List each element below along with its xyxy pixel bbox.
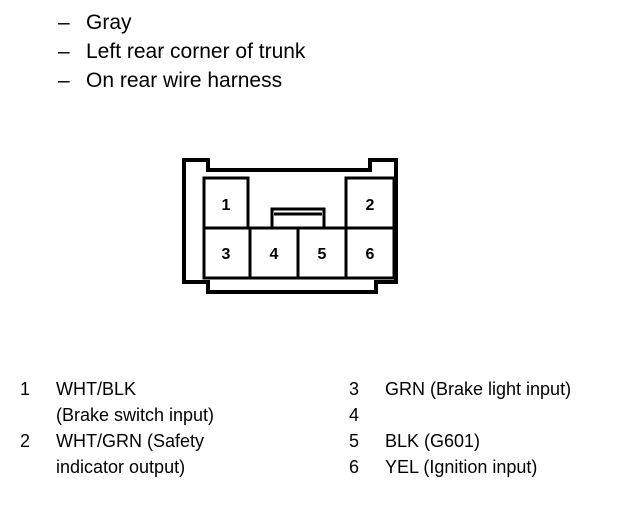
legend-row-4: 4 xyxy=(349,402,639,428)
location-notes: –Gray –Left rear corner of trunk –On rea… xyxy=(58,8,305,95)
pin-label-3: 3 xyxy=(222,246,231,263)
legend-pin-number: 5 xyxy=(349,431,360,451)
legend-row-6: 6 YEL (Ignition input) xyxy=(349,454,639,480)
pin-legend-right: 3 GRN (Brake light input) 4 5 BLK (G601)… xyxy=(349,376,639,480)
legend-row-1: 1 WHT/BLK xyxy=(20,376,310,402)
legend-wire-desc: YEL (Ignition input) xyxy=(385,457,538,477)
note-text: Gray xyxy=(86,11,132,34)
legend-row-2: 2 WHT/GRN (Safety xyxy=(20,428,310,454)
note-location: –Left rear corner of trunk xyxy=(58,37,305,66)
legend-wire-desc: (Brake switch input) xyxy=(56,405,215,425)
legend-wire-desc: GRN (Brake light input) xyxy=(385,379,572,399)
legend-row-3: 3 GRN (Brake light input) xyxy=(349,376,639,402)
legend-wire-desc: WHT/GRN (Safety xyxy=(56,431,205,451)
legend-pin-number: 6 xyxy=(349,457,360,477)
connector-housing xyxy=(182,158,398,294)
legend-pin-number: 1 xyxy=(20,379,31,399)
note-text: On rear wire harness xyxy=(86,69,283,92)
pin-label-1: 1 xyxy=(222,197,231,214)
note-harness: –On rear wire harness xyxy=(58,66,305,95)
legend-pin-number: 2 xyxy=(20,431,31,451)
pin-label-5: 5 xyxy=(318,246,327,263)
legend-pin-number: 4 xyxy=(349,405,360,425)
legend-row-2-cont: indicator output) xyxy=(20,454,310,480)
pin-cavity-6 xyxy=(344,226,396,280)
dash: – xyxy=(58,40,70,63)
legend-wire-desc: indicator output) xyxy=(56,457,186,477)
pin-label-2: 2 xyxy=(366,197,375,214)
legend-wire-desc: BLK (G601) xyxy=(385,431,481,451)
pin-label-6: 6 xyxy=(366,246,375,263)
legend-wire-desc: WHT/BLK xyxy=(56,379,137,399)
dash: – xyxy=(58,11,70,34)
legend-row-1-cont: (Brake switch input) xyxy=(20,402,310,428)
note-color: –Gray xyxy=(58,8,305,37)
note-text: Left rear corner of trunk xyxy=(86,40,306,63)
legend-row-5: 5 BLK (G601) xyxy=(349,428,639,454)
legend-pin-number: 3 xyxy=(349,379,360,399)
pin-label-4: 4 xyxy=(270,246,279,263)
pin-legend-left: 1 WHT/BLK (Brake switch input) 2 WHT/GRN… xyxy=(20,376,310,480)
locking-tab xyxy=(270,207,326,230)
dash: – xyxy=(58,69,70,92)
